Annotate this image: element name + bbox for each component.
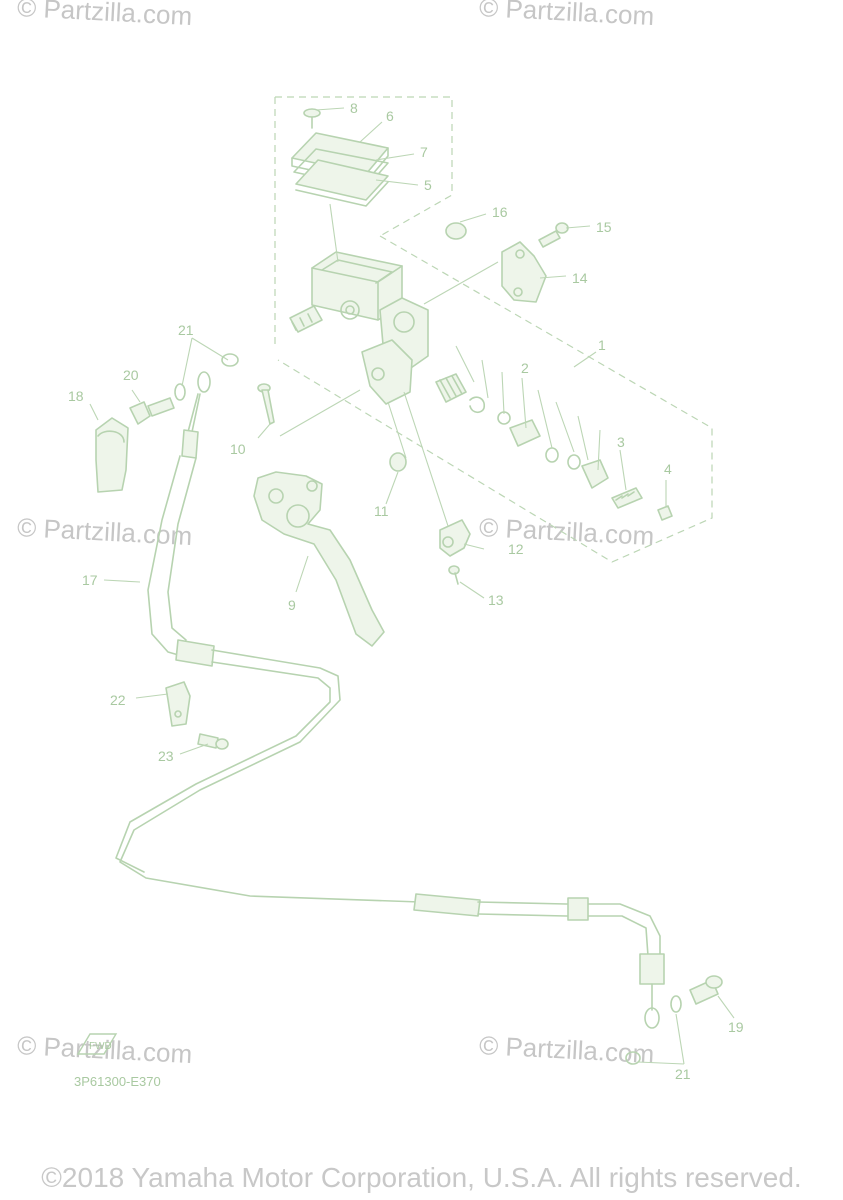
screw-part [303, 108, 321, 129]
callout-4: 4 [664, 461, 672, 477]
drawing-code: 3P61300-E370 [74, 1074, 161, 1089]
callout-10: 10 [230, 441, 246, 457]
clutch-hose-part [115, 371, 665, 1029]
reservoir-group-outline [274, 96, 453, 345]
callout-20: 20 [123, 367, 139, 383]
callout-21: 21 [675, 1066, 691, 1082]
callout-8: 8 [350, 100, 358, 116]
callout-5: 5 [424, 177, 432, 193]
master-cylinder-body-part [289, 251, 429, 405]
callout-17: 17 [82, 572, 98, 588]
switch-screw-part [448, 565, 460, 585]
callout-13: 13 [488, 592, 504, 608]
copyright-notice: ©2018 Yamaha Motor Corporation, U.S.A. A… [41, 1162, 802, 1193]
fwd-label: FWD [89, 1041, 112, 1052]
callout-15: 15 [596, 219, 612, 235]
callout-22: 22 [110, 692, 126, 708]
diaphragm-part [295, 159, 389, 207]
callout-6: 6 [386, 108, 394, 124]
callout-14: 14 [572, 270, 588, 286]
piston-kit-part [435, 373, 609, 489]
callout-7: 7 [420, 144, 428, 160]
reservoir-hose-cap-part [445, 222, 467, 240]
callout-3: 3 [617, 434, 625, 450]
pivot-bolt-part [257, 383, 275, 425]
hose-clamp-part [165, 681, 191, 727]
forward-arrow-icon: FWD [76, 1033, 118, 1055]
locknut-part [657, 505, 673, 521]
leader-lines [89, 107, 735, 1065]
callout-9: 9 [288, 597, 296, 613]
clutch-lever-part [253, 471, 385, 647]
push-rod-part [611, 487, 643, 509]
callout-16: 16 [492, 204, 508, 220]
callout-19: 19 [728, 1019, 744, 1035]
pivot-nut-part [389, 452, 407, 472]
copper-washer-part [174, 353, 682, 1065]
callout-1: 1 [598, 337, 606, 353]
brake-switch-part [439, 519, 471, 557]
callout-23: 23 [158, 748, 174, 764]
hose-boot-part [95, 417, 129, 493]
callout-21: 21 [178, 322, 194, 338]
union-bolt-lower-part [689, 975, 723, 1005]
callout-11: 11 [374, 503, 389, 519]
callout-18: 18 [68, 388, 84, 404]
holder-bolt-part [538, 222, 569, 248]
handlebar-holder-part [501, 241, 547, 303]
union-bolt-part [129, 397, 175, 425]
callout-12: 12 [508, 541, 524, 557]
clamp-bolt-part [197, 733, 229, 750]
piston-kit-group-outline [277, 235, 713, 563]
callout-2: 2 [521, 360, 529, 376]
